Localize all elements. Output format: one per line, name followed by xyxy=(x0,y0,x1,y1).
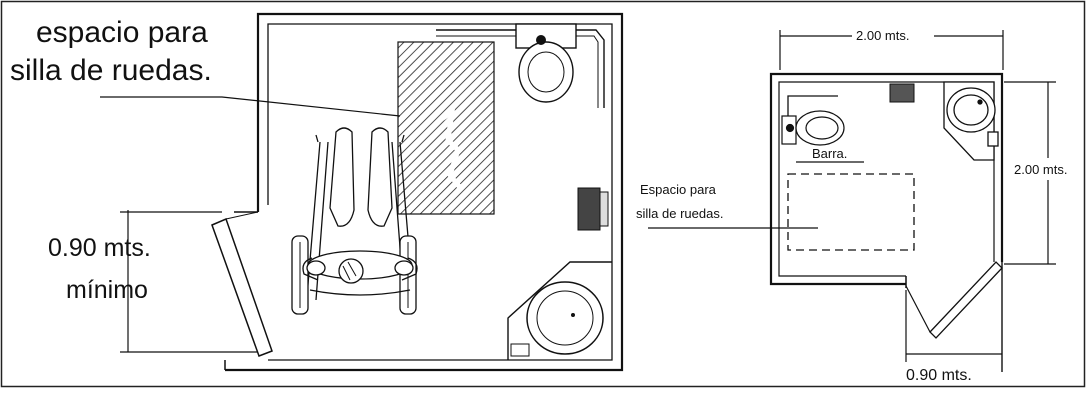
right-bottom-dimension xyxy=(905,290,1002,362)
left-outer-wall xyxy=(225,12,624,372)
right-wheelchair-space-dashed xyxy=(787,173,915,251)
left-wheelchair-space-label-line2: silla de ruedas. xyxy=(10,54,212,87)
right-wheelchair-space-label-line1: Espacio para xyxy=(640,182,717,197)
left-door-jamb xyxy=(225,211,259,220)
right-side-dimension xyxy=(1004,81,1056,265)
right-toilet xyxy=(781,110,845,146)
left-door-leaf xyxy=(211,217,273,357)
left-door-width-label-line2: mínimo xyxy=(66,276,148,304)
left-floor-plan: espacio para silla de ruedas. 0.90 mts. … xyxy=(10,12,624,372)
left-toilet xyxy=(515,23,577,103)
right-wall-box xyxy=(889,83,915,103)
right-wheelchair-space-label-line2: silla de ruedas. xyxy=(636,206,723,221)
left-sink xyxy=(507,261,612,360)
left-wheelchair-space-hatch xyxy=(397,41,495,215)
left-inner-wall xyxy=(267,23,613,361)
left-door-width-label-line1: 0.90 mts. xyxy=(48,234,151,262)
right-side-dimension-label: 2.00 mts. xyxy=(1014,162,1067,177)
right-door-dimension-label: 0.90 mts. xyxy=(906,367,972,384)
bar-label: Barra. xyxy=(812,146,847,161)
left-grab-bar-top-inner xyxy=(436,35,599,108)
left-wall-box xyxy=(577,187,609,231)
right-floor-plan: 2.00 mts. 2.00 mts. Barra. Espacio para … xyxy=(636,28,1067,384)
right-door-swing xyxy=(905,285,931,333)
left-wheelchair-space-label-line1: espacio para xyxy=(36,16,208,49)
right-top-dimension-label: 2.00 mts. xyxy=(856,28,909,43)
right-door-leaf xyxy=(929,261,1003,339)
hatch-highlight xyxy=(438,106,464,192)
wheelchair-user-figure xyxy=(291,127,418,315)
right-sink xyxy=(943,81,999,161)
left-door-dimension xyxy=(120,210,258,353)
right-outer-wall xyxy=(769,72,1004,286)
right-top-dimension xyxy=(779,30,1004,70)
left-leader-line xyxy=(100,96,401,117)
